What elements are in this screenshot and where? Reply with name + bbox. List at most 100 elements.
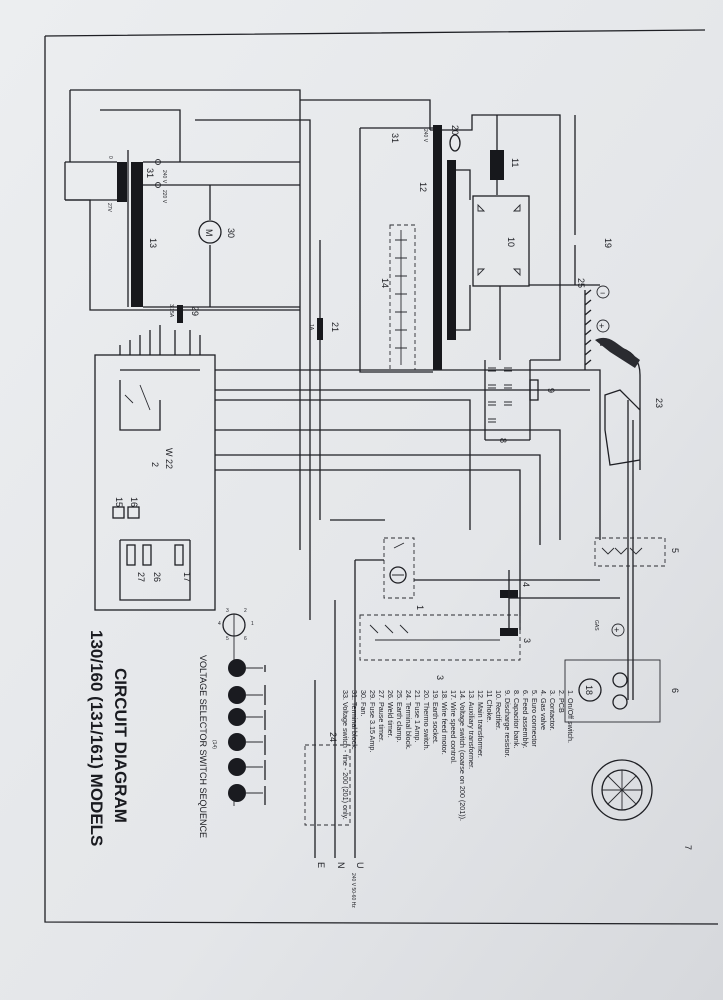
label-4: 4 (521, 582, 531, 587)
label-4b: 3 (522, 638, 532, 643)
main-transformer-12 (359, 125, 471, 373)
wire-speed-control-17 (174, 544, 184, 566)
label-27: 27 (136, 572, 146, 582)
label-5: 5 (670, 548, 680, 553)
selector-ref: (14) (211, 740, 217, 749)
legend-item: 27. Pause timer. (377, 690, 386, 742)
legend-item: 1. On/Off switch. (566, 690, 575, 743)
legend-item: 17. Wire speed control. (449, 690, 458, 764)
label-23: 23 (654, 398, 664, 408)
euro-connector-5 (594, 537, 666, 567)
contactor-coil (500, 628, 518, 636)
terminal-block-24 (304, 744, 351, 826)
legend-item: 19. Earth socket. (431, 690, 440, 744)
thermo-switch-20 (449, 134, 461, 152)
label-1: 1 (415, 605, 425, 610)
label-26: 26 (152, 572, 162, 582)
legend-item: 8. Capacitor bank. (512, 690, 521, 748)
label-18: 18 (584, 685, 594, 695)
legend-item: 4. Gas valve (539, 690, 548, 730)
selector-pos-3: 3 (226, 608, 229, 614)
tap-27v: 27V (106, 203, 112, 213)
fan-30 (198, 220, 222, 244)
rectifier-10 (472, 195, 530, 287)
label-31-main: 31 (390, 133, 400, 143)
selector-pos-1: 1 (251, 621, 254, 627)
pcb-code: W 22 (164, 448, 174, 469)
fuse-29-rating: 3.15A (168, 304, 174, 318)
legend-item: 30. Fan. (359, 690, 368, 716)
label-17: 17 (182, 572, 192, 582)
supply-e: E (316, 862, 326, 868)
legend-item: 26. Weld timer. (386, 690, 395, 738)
selector-pos-4: 4 (218, 621, 221, 627)
legend-item: 24. Terminal block. (404, 690, 413, 750)
legend-item: 2. PCB (557, 690, 566, 713)
fuse-29 (177, 305, 183, 323)
label-25: 25 (576, 278, 586, 288)
legend-item: 21. Fuse 1 Amp. (413, 690, 422, 742)
legend-item: 3. Contactor. (548, 690, 557, 731)
contactor-3 (359, 614, 521, 661)
legend-item: 33. Voltage switch - fine - 200 (201) on… (341, 690, 350, 820)
label-29: 29 (190, 306, 200, 316)
legend-item: 18. Wire feed motor. (440, 690, 449, 755)
title-line-2: 130/160 (131/161) MODELS (87, 630, 106, 846)
label-3: 3 (435, 675, 445, 680)
tap-220v-aux: 220 V (161, 190, 167, 204)
legend-item: 10. Rectifier. (494, 690, 503, 730)
choke-11 (490, 150, 504, 180)
supply-n: N (336, 862, 346, 869)
pcb-2 (94, 354, 216, 611)
selector-pos-6: 6 (244, 636, 247, 642)
auxiliary-transformer-13 (65, 150, 300, 308)
supply-u: U (355, 862, 365, 869)
wire-feed-motor-18 (578, 678, 602, 702)
label-14: 14 (380, 278, 390, 288)
wire-top (64, 89, 561, 620)
label-2: 2 (150, 462, 160, 467)
label-20: 20 (450, 125, 460, 135)
legend-item: 11 Choke. (485, 690, 494, 722)
minus-terminal: − (600, 288, 605, 298)
fuse-21 (317, 318, 323, 340)
legend-item: 6. Feed assembly. (521, 690, 530, 748)
legend-item: 25. Earth clamp. (395, 690, 404, 742)
on-off-switch-1 (383, 537, 415, 599)
capacitor-bank-8 (484, 360, 531, 441)
label-6: 6 (670, 688, 680, 693)
pcb-terminal-16 (127, 506, 140, 519)
plus-terminal: + (599, 321, 604, 331)
fuse-21-rating: 1A (308, 324, 314, 331)
legend-item: 31. Terminal block. (350, 690, 359, 750)
tap-240v-main: 240 V (422, 129, 428, 143)
legend-item: 12. Main transformer. (476, 690, 485, 758)
fan-motor-symbol: M (204, 229, 214, 237)
pcb-terminal-15 (112, 506, 125, 519)
label-16: 16 (129, 497, 139, 507)
label-30: 30 (226, 228, 236, 238)
label-15: 15 (114, 497, 124, 507)
weld-timer-26 (142, 544, 152, 566)
selector-pos-2: 2 (244, 608, 247, 614)
label-24: 24 (328, 732, 338, 742)
page-frame (44, 29, 719, 925)
label-13: 13 (148, 238, 158, 248)
legend-item: 29. Fuse 3.15 Amp. (368, 690, 377, 752)
label-7: 7 (683, 845, 693, 850)
tap-0: 0 (107, 156, 113, 159)
label-21: 21 (330, 322, 340, 332)
legend-item: 5. Euro connector (530, 690, 539, 747)
wire-reel-7 (591, 759, 653, 821)
gas-label: GAS (593, 620, 599, 631)
label-8: 8 (498, 438, 508, 443)
feed-assembly-6 (564, 659, 661, 723)
legend-item: 9. Discharge resistor. (503, 690, 512, 758)
voltage-selector-switch (222, 613, 266, 806)
selector-pos-5: 5 (226, 636, 229, 642)
legend-item: 14. Voltage switch (coarse on 200 (201))… (458, 690, 467, 821)
title-line-1: CIRCUIT DIAGRAM (111, 668, 130, 823)
